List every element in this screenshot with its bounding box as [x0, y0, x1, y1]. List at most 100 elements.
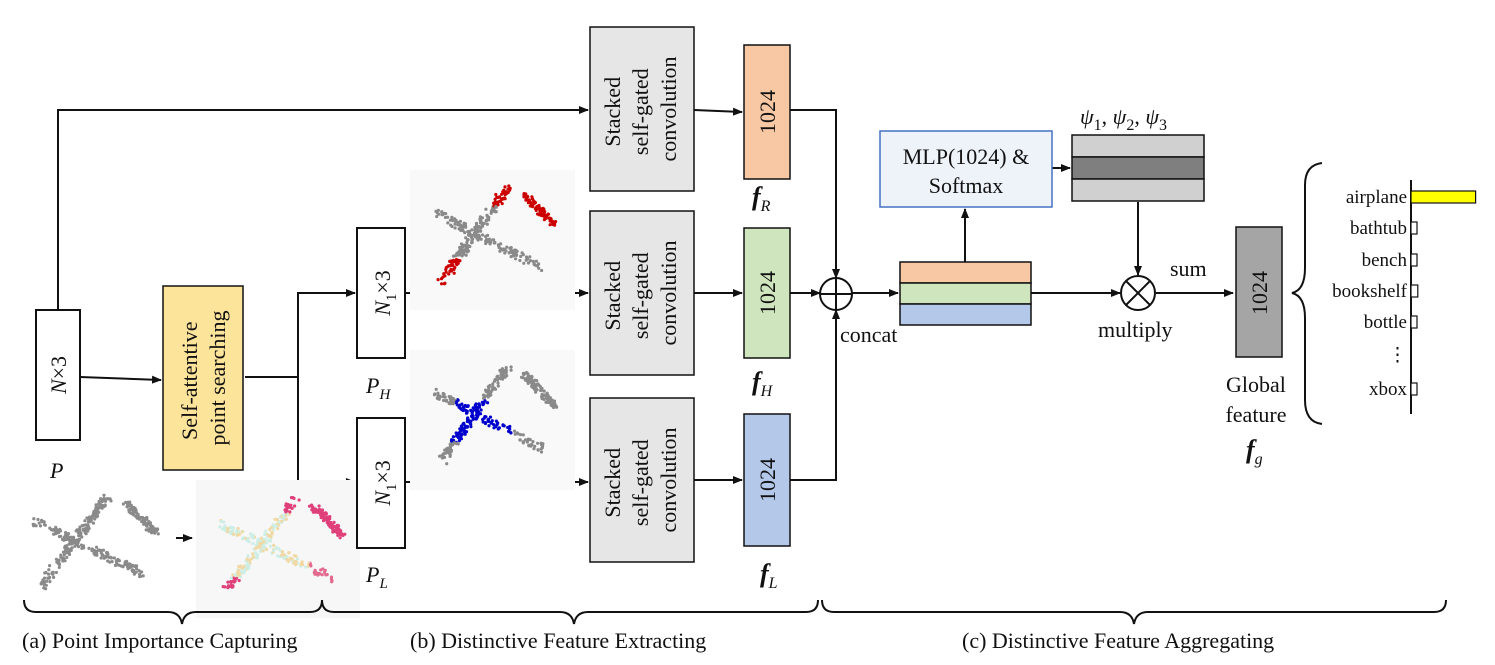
- point: [258, 544, 262, 549]
- point: [552, 222, 556, 226]
- point: [239, 564, 243, 568]
- point: [329, 525, 333, 530]
- conv-bot-line3: convolution: [656, 427, 681, 532]
- point: [518, 438, 522, 442]
- point: [508, 250, 512, 254]
- point: [540, 395, 544, 399]
- point: [235, 529, 239, 533]
- point: [283, 508, 287, 512]
- conv-bot-line2: self-gated: [628, 439, 653, 526]
- point: [259, 536, 263, 540]
- point: [97, 506, 101, 510]
- point: [552, 405, 556, 410]
- class-score-bar: [1410, 221, 1418, 235]
- point: [73, 539, 77, 543]
- point: [481, 420, 485, 424]
- point: [315, 508, 319, 512]
- point: [273, 517, 277, 521]
- point: [502, 370, 506, 374]
- point: [479, 408, 483, 412]
- point: [127, 510, 131, 514]
- point: [57, 529, 61, 533]
- point: [434, 387, 438, 391]
- feature-fR-dim: 1024: [755, 90, 780, 134]
- point: [463, 231, 467, 235]
- point: [444, 448, 448, 452]
- point: [332, 524, 336, 529]
- point: [518, 258, 522, 263]
- point: [479, 229, 483, 233]
- point: [313, 568, 317, 573]
- point: [295, 557, 300, 561]
- point: [308, 563, 313, 567]
- point: [246, 554, 250, 558]
- point: [91, 514, 95, 518]
- point: [486, 401, 490, 405]
- point: [515, 431, 520, 435]
- point: [231, 526, 236, 530]
- point: [442, 398, 446, 403]
- point: [338, 531, 342, 535]
- point: [121, 502, 125, 506]
- point: [451, 254, 456, 258]
- point: [48, 575, 52, 579]
- point: [508, 427, 512, 431]
- point: [445, 399, 449, 403]
- point: [530, 381, 534, 386]
- point: [464, 253, 468, 257]
- point: [500, 192, 504, 196]
- point: [282, 556, 286, 561]
- point: [548, 223, 552, 227]
- point: [136, 512, 140, 516]
- point: [48, 580, 52, 584]
- point: [88, 515, 92, 519]
- point: [507, 184, 511, 188]
- point: [508, 246, 512, 250]
- multiply-label: multiply: [1098, 317, 1173, 342]
- svg-text:Stacked self-gated: Stacked self-gated convolution: [600, 240, 681, 345]
- point: [472, 231, 476, 235]
- point: [276, 526, 280, 531]
- point: [526, 381, 530, 385]
- point: [268, 544, 272, 548]
- point: [277, 523, 281, 527]
- point: [94, 545, 99, 549]
- point: [455, 400, 459, 404]
- point: [500, 375, 505, 379]
- point: [534, 259, 539, 263]
- input-block: N×3: [35, 309, 81, 441]
- point: [113, 563, 118, 568]
- point: [125, 564, 130, 569]
- point: [338, 536, 342, 540]
- feature-fH-sub: H: [760, 383, 774, 400]
- point: [483, 421, 488, 426]
- point: [542, 211, 546, 215]
- point: [496, 203, 500, 207]
- point: [547, 216, 551, 220]
- point: [456, 250, 460, 254]
- point: [457, 439, 461, 443]
- subset-high-psub: H: [378, 387, 391, 403]
- point: [132, 510, 136, 514]
- conv-mid-line3: convolution: [656, 240, 681, 345]
- svg-text:PL: PL: [365, 562, 388, 592]
- point: [132, 513, 136, 517]
- point: [95, 515, 99, 519]
- point: [64, 531, 68, 535]
- point: [223, 528, 227, 532]
- point: [540, 268, 544, 273]
- point: [524, 198, 529, 202]
- point: [446, 264, 451, 268]
- point: [219, 519, 223, 524]
- point: [127, 562, 131, 566]
- point: [496, 374, 500, 378]
- point: [62, 553, 66, 557]
- point: [286, 559, 290, 564]
- point: [484, 388, 488, 392]
- point: [293, 504, 297, 508]
- multiply-operator: [1120, 275, 1156, 311]
- point: [523, 372, 527, 376]
- subset-high-sub: 1: [384, 294, 400, 302]
- point: [486, 233, 490, 237]
- class-score-bar: [1410, 382, 1418, 396]
